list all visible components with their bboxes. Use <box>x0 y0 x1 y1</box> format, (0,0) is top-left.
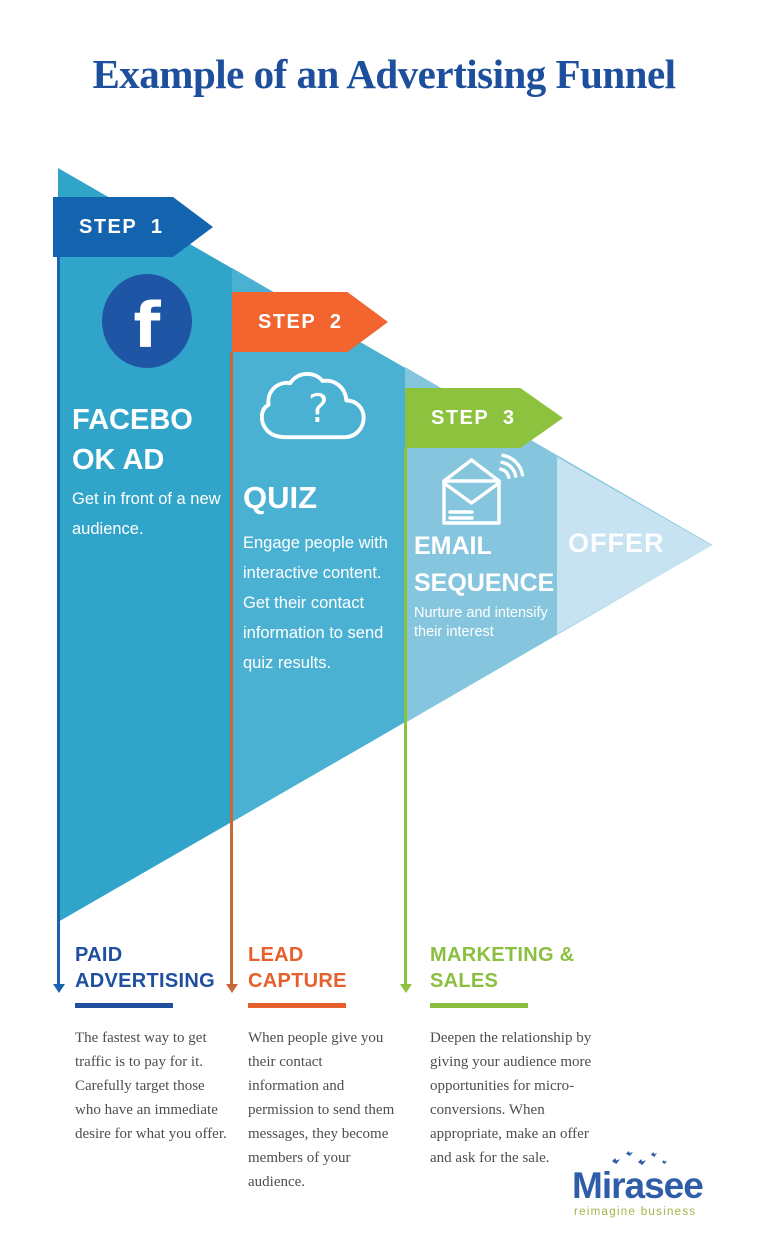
paid-advertising-body: The fastest way to get traffic is to pay… <box>75 1030 227 1142</box>
step2-badge-label: STEP 2 <box>258 310 343 333</box>
stage3-description: Nurture and intensify their interest <box>414 605 548 640</box>
lead-capture-section: LEAD CAPTURE When people give you their … <box>248 942 396 1194</box>
question-mark-glyph: ? <box>308 387 329 432</box>
step2-badge: STEP 2 <box>232 292 388 352</box>
facebook-f-glyph: f <box>133 289 161 362</box>
step3-badge-label: STEP 3 <box>431 406 516 429</box>
stage2-heading: QUIZ <box>243 480 318 515</box>
email-signal-icon <box>442 453 525 525</box>
quiz-cloud-icon: ? <box>260 372 366 440</box>
step3-badge: STEP 3 <box>405 388 563 448</box>
lead-capture-heading: LEAD CAPTURE <box>248 944 347 992</box>
stage1-description: Get in front of a new audience. <box>72 490 221 538</box>
offer-label: OFFER <box>568 528 665 558</box>
bird-icon <box>626 1151 633 1156</box>
paid-advertising-section: PAID ADVERTISING The fastest way to get … <box>75 942 233 1146</box>
orange-underline-bar <box>248 1003 346 1008</box>
bird-icon <box>662 1160 667 1164</box>
stage2-description: Engage people with interactive content. … <box>243 534 388 672</box>
bird-icon <box>651 1152 657 1157</box>
step1-connector-line <box>57 200 60 985</box>
step1-down-arrow-icon <box>53 984 65 993</box>
bird-icon <box>638 1159 646 1165</box>
green-underline-bar <box>430 1003 528 1008</box>
bird-icon <box>612 1158 620 1164</box>
marketing-sales-heading: MARKETING & SALES <box>430 944 575 992</box>
stage3-heading: EMAIL SEQUENCE <box>414 532 555 597</box>
logo-tagline: reimagine business <box>574 1206 697 1218</box>
step1-badge-label: STEP 1 <box>79 215 164 238</box>
step1-badge: STEP 1 <box>53 197 213 257</box>
blue-underline-bar <box>75 1003 173 1008</box>
step3-connector-line <box>404 448 407 985</box>
page-title: Example of an Advertising Funnel <box>92 51 676 97</box>
stage1-heading: FACEBOOK AD <box>72 404 193 476</box>
logo-wordmark: Mirasee <box>572 1165 704 1206</box>
step2-connector-line <box>230 352 233 985</box>
step2-down-arrow-icon <box>226 984 238 993</box>
step3-down-arrow-icon <box>400 984 412 993</box>
marketing-sales-body: Deepen the relationship by giving your a… <box>430 1030 592 1166</box>
marketing-sales-section: MARKETING & SALES Deepen the relationshi… <box>430 942 598 1170</box>
lead-capture-body: When people give you their contact infor… <box>248 1030 395 1190</box>
facebook-icon: f <box>102 274 192 368</box>
mirasee-logo: Mirasee reimagine business <box>572 1146 742 1218</box>
paid-advertising-heading: PAID ADVERTISING <box>75 944 215 992</box>
